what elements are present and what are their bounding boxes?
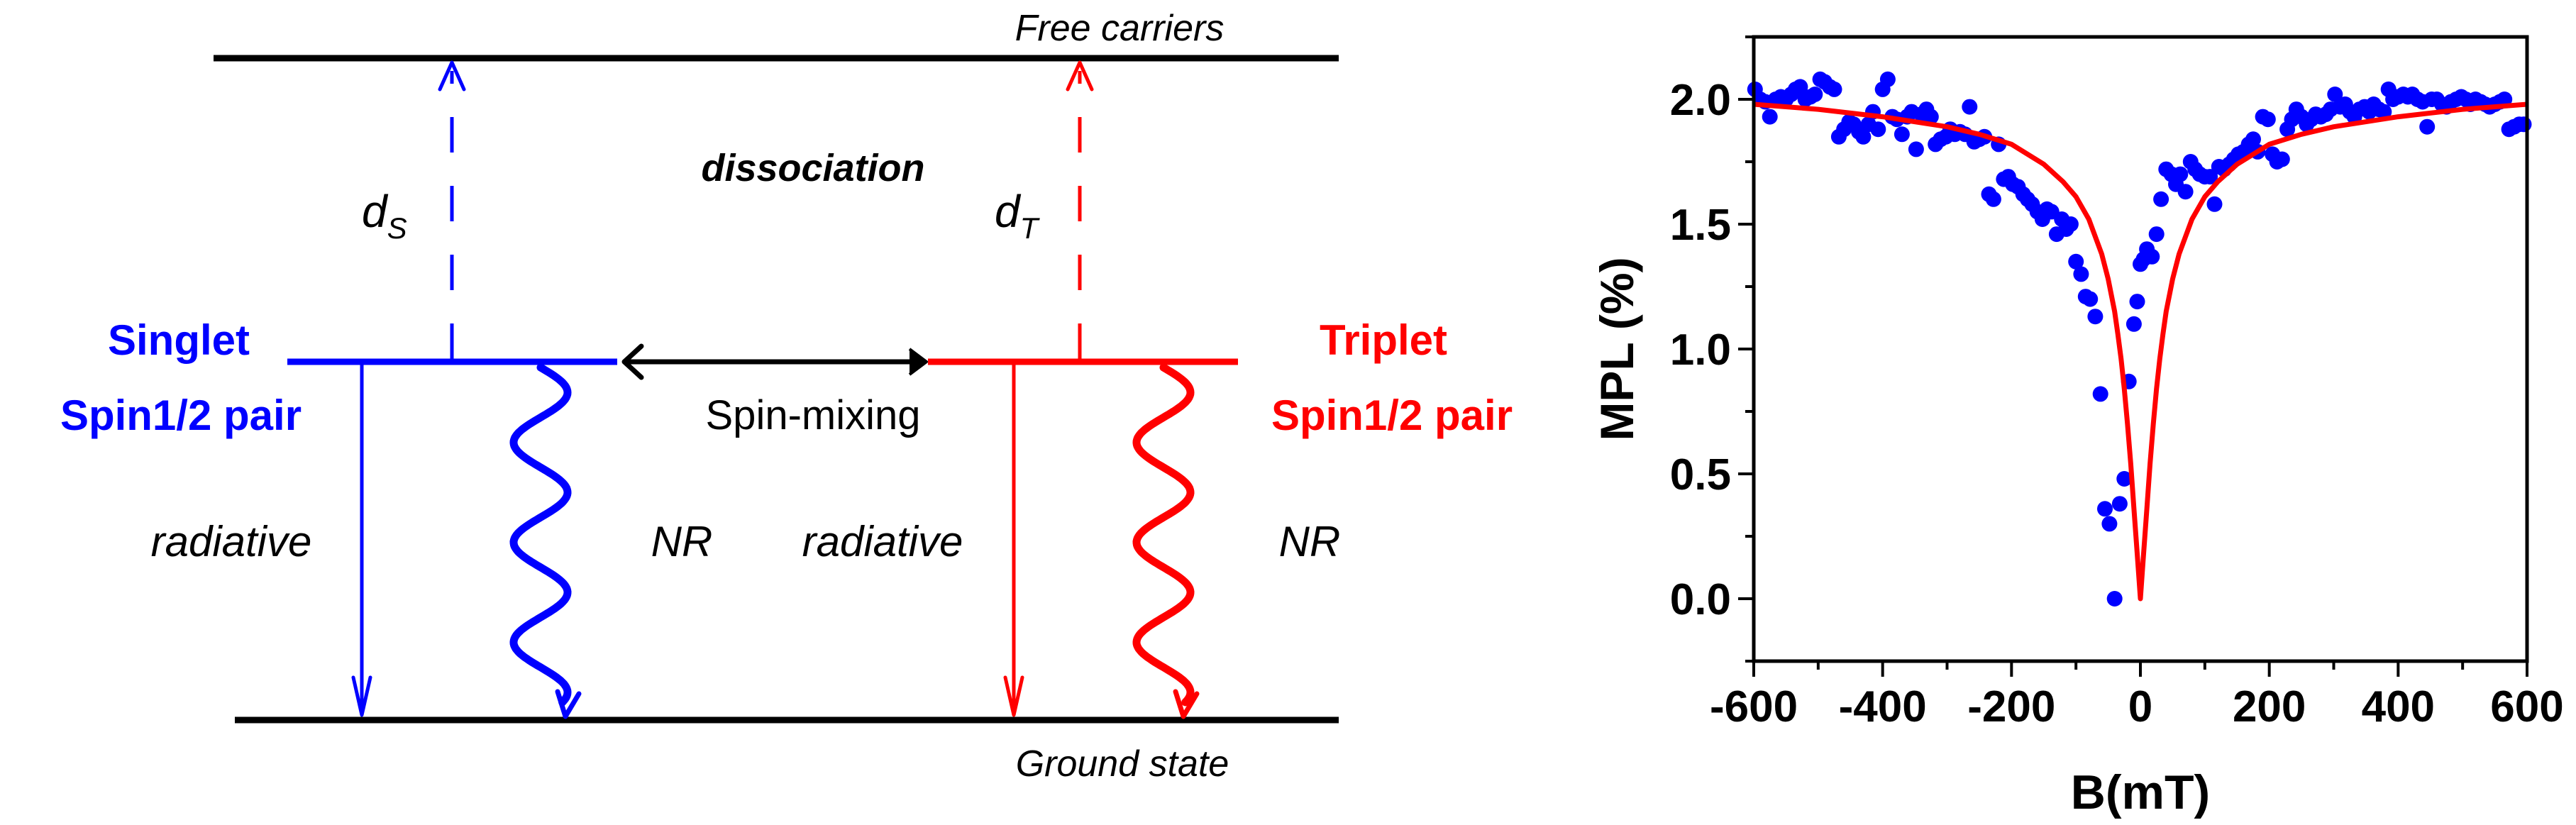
y-tick-label: 0.5: [1670, 450, 1731, 499]
data-point: [1879, 71, 1896, 87]
data-point: [2082, 291, 2099, 307]
y-axis-ticks: 0.0 0.5 1.0 1.5 2.0: [1670, 35, 1754, 663]
data-point: [2087, 309, 2104, 325]
singlet-radiative-arrow: [351, 365, 372, 717]
data-point: [2144, 248, 2160, 265]
data-point: [1962, 99, 1978, 115]
data-point: [1855, 128, 1872, 145]
triplet-label: Triplet: [1320, 316, 1447, 364]
singlet-radiative-label: radiative: [151, 518, 312, 565]
data-point: [2148, 226, 2165, 243]
data-point: [2172, 166, 2189, 182]
data-point: [2073, 266, 2089, 282]
x-axis-ticks: -600 -400 -200 0 200 400 600: [1710, 661, 2564, 731]
x-tick-label: 600: [2490, 682, 2563, 731]
singlet-pair-label: Spin1/2 pair: [60, 392, 302, 439]
data-point: [2274, 151, 2290, 167]
data-point: [2116, 471, 2133, 487]
y-axis-label: MPL (%): [1591, 257, 1643, 441]
data-point: [1870, 121, 1886, 138]
triplet-nonradiative-arrow: [1132, 363, 1200, 719]
data-point: [1894, 126, 1910, 143]
data-point: [1762, 109, 1778, 125]
data-point: [2202, 169, 2218, 185]
data-point: [1985, 191, 2001, 207]
data-point: [2376, 104, 2392, 120]
y-tick-label: 2.0: [1670, 76, 1731, 125]
dissociation-label: dissociation: [701, 147, 924, 189]
data-point: [1792, 79, 1808, 95]
x-tick-label: 0: [2128, 682, 2152, 731]
data-point: [1908, 141, 1924, 157]
mpl-chart: -600 -400 -200 0 200 400 600 0.0 0.5 1.0 1.5 2.0 B…: [1591, 35, 2564, 819]
triplet-dissociation-arrow: [1066, 60, 1094, 359]
triplet-pair-label: Spin1/2 pair: [1271, 392, 1513, 439]
y-tick-label: 1.0: [1670, 326, 1731, 375]
triplet-radiative-label: radiative: [802, 518, 963, 565]
singlet-nr-label: NR: [651, 518, 713, 565]
d-t-main: d: [995, 186, 1022, 237]
data-point: [2092, 386, 2108, 402]
data-point: [2497, 92, 2513, 107]
spin-mixing-arrow: [621, 343, 928, 380]
singlet-label: Singlet: [108, 316, 250, 364]
data-point: [2245, 131, 2261, 148]
d-s-label: dS: [362, 186, 407, 245]
data-point: [2516, 116, 2532, 133]
x-tick-label: -200: [1967, 682, 2055, 731]
data-point: [2106, 591, 2123, 607]
data-point: [2068, 253, 2084, 270]
data-point: [2153, 191, 2169, 207]
y-tick-label: 0.0: [1670, 575, 1731, 624]
x-tick-label: -600: [1710, 682, 1798, 731]
data-point: [1826, 81, 1842, 97]
data-point: [2260, 111, 2276, 128]
free-carriers-label: Free carriers: [1015, 8, 1225, 49]
data-point: [2097, 501, 2113, 517]
data-point: [2111, 496, 2128, 512]
data-point: [2129, 294, 2145, 310]
data-point: [2101, 516, 2118, 532]
x-tick-label: 400: [2362, 682, 2435, 731]
x-axis-label: B(mT): [2071, 765, 2210, 819]
data-point: [2062, 216, 2079, 232]
singlet-dissociation-arrow: [438, 60, 466, 359]
x-tick-label: -400: [1839, 682, 1927, 731]
energy-diagram: Free carriers Ground state dissociation …: [60, 8, 1513, 785]
d-s-main: d: [362, 186, 389, 237]
data-point: [2206, 196, 2223, 212]
y-tick-label: 1.5: [1670, 201, 1731, 250]
data-point: [1807, 87, 1823, 102]
d-t-subscript: T: [1020, 211, 1041, 245]
data-point: [1923, 109, 1939, 125]
triplet-nr-label: NR: [1279, 518, 1341, 565]
x-tick-label: 200: [2233, 682, 2306, 731]
ground-state-label: Ground state: [1016, 743, 1229, 785]
triplet-radiative-arrow: [1003, 365, 1024, 717]
singlet-nonradiative-arrow: [509, 363, 582, 719]
data-point: [2126, 316, 2142, 332]
plot-area: [1747, 71, 2532, 607]
spin-mixing-label: Spin-mixing: [706, 392, 921, 438]
data-point: [2327, 87, 2343, 102]
d-s-subscript: S: [387, 211, 407, 245]
data-point: [2419, 118, 2436, 135]
d-t-label: dT: [995, 186, 1041, 245]
fit-line: [1753, 101, 2528, 602]
data-point: [2177, 184, 2194, 200]
